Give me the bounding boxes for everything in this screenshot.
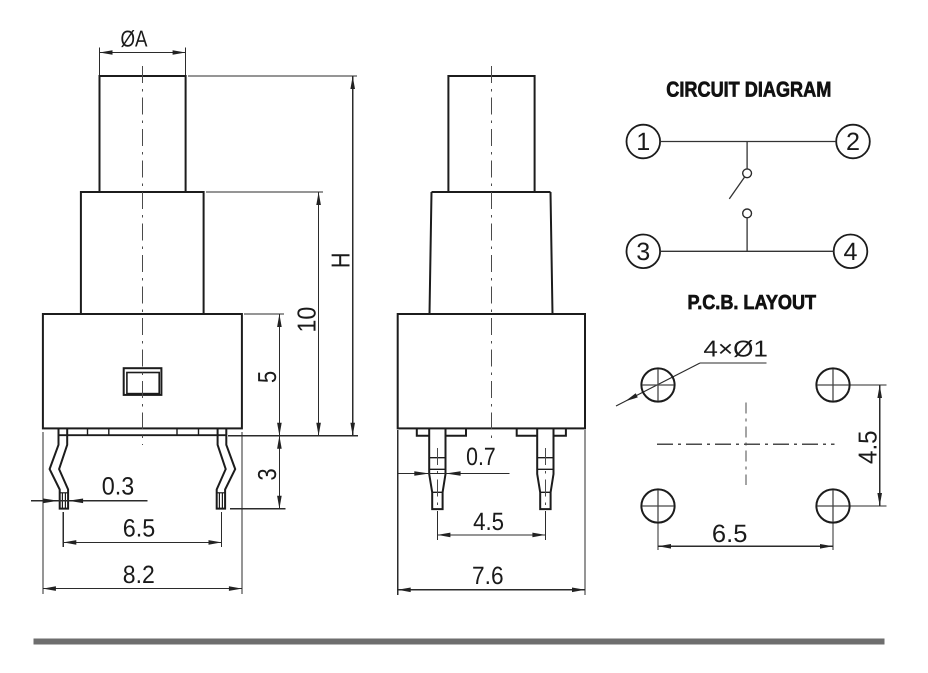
svg-text:7.6: 7.6 — [472, 562, 504, 590]
svg-text:5: 5 — [252, 371, 282, 383]
svg-text:0.7: 0.7 — [466, 443, 496, 471]
svg-text:4.5: 4.5 — [473, 508, 504, 536]
svg-text:1: 1 — [636, 128, 650, 156]
svg-text:3: 3 — [252, 468, 282, 480]
svg-text:CIRCUIT DIAGRAM: CIRCUIT DIAGRAM — [666, 78, 831, 102]
svg-text:4.5: 4.5 — [853, 430, 883, 464]
svg-text:H: H — [326, 252, 356, 268]
svg-text:8.2: 8.2 — [123, 561, 155, 589]
svg-text:3: 3 — [636, 238, 650, 266]
svg-text:4×Ø1: 4×Ø1 — [703, 336, 768, 362]
svg-text:10: 10 — [291, 307, 321, 333]
svg-text:2: 2 — [846, 128, 860, 156]
svg-text:6.5: 6.5 — [712, 520, 748, 548]
svg-text:6.5: 6.5 — [123, 515, 156, 543]
svg-text:ØA: ØA — [121, 26, 149, 52]
svg-text:P.C.B. LAYOUT: P.C.B. LAYOUT — [688, 292, 817, 314]
svg-text:4: 4 — [844, 238, 858, 266]
svg-text:0.3: 0.3 — [102, 472, 135, 500]
